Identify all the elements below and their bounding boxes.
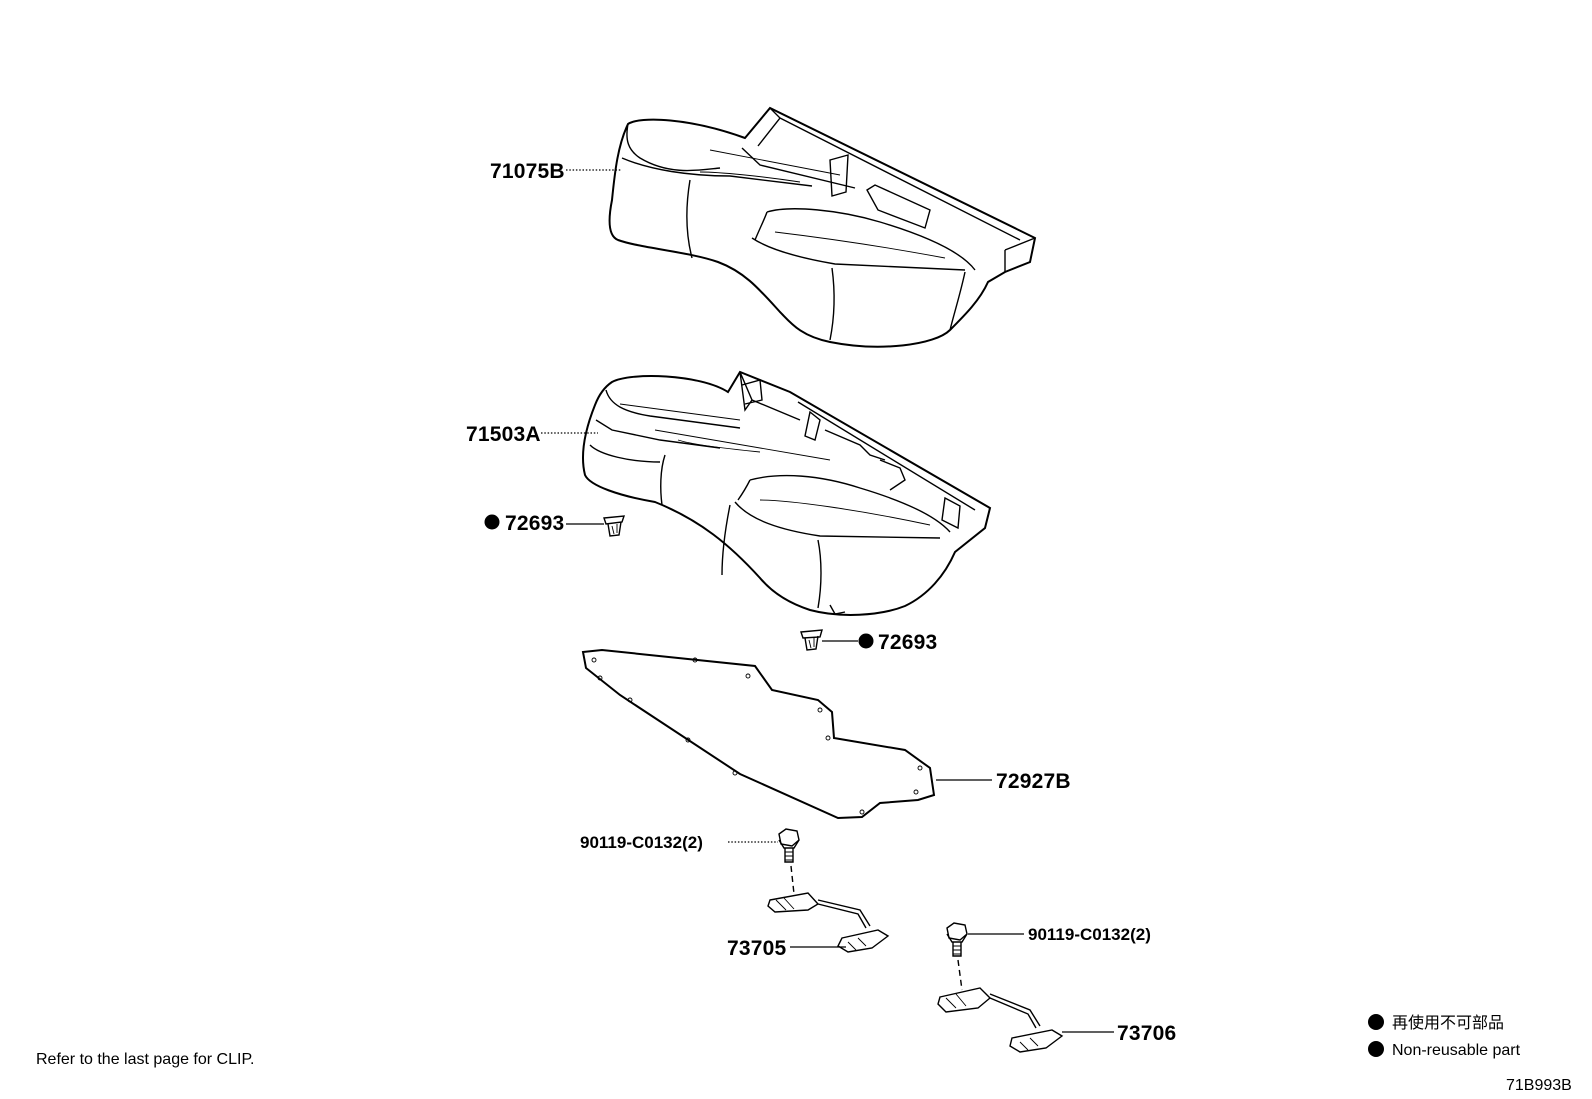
bottom-board-drawing [581, 648, 936, 820]
diagram-id: 71B993B [1506, 1077, 1572, 1094]
part-label-72693-upper: 72693 [505, 512, 564, 535]
part-label-72927B: 72927B [996, 770, 1071, 793]
bolt-drawing-upper [778, 828, 800, 863]
bolt-drawing-lower [946, 922, 968, 957]
clip-reference-note: Refer to the last page for CLIP. [36, 1051, 255, 1068]
part-label-71075B: 71075B [490, 160, 565, 183]
part-label-72693-lower: 72693 [878, 631, 937, 654]
part-label-73705: 73705 [727, 937, 787, 960]
seat-cushion-pad-drawing [582, 370, 992, 616]
legend: 再使用不可部品 Non-reusable part [1368, 1014, 1521, 1059]
non-reusable-bullet-icon [858, 633, 874, 649]
non-reusable-bullet-icon [1368, 1041, 1384, 1057]
legend-japanese: 再使用不可部品 [1392, 1014, 1504, 1032]
seat-cover-drawing [608, 106, 1037, 348]
non-reusable-bullet-icon [1368, 1014, 1384, 1030]
non-reusable-bullet-icon [484, 514, 500, 530]
clip-drawing-lower [800, 629, 823, 651]
clip-drawing-upper [603, 515, 626, 537]
part-label-bolt-lower: 90119-C0132(2) [1028, 925, 1151, 944]
legend-english: Non-reusable part [1392, 1042, 1521, 1059]
hook-73705-drawing [767, 892, 890, 953]
part-label-71503A: 71503A [466, 423, 541, 446]
hook-73706-drawing [937, 987, 1064, 1053]
part-label-73706: 73706 [1117, 1022, 1176, 1045]
part-label-bolt-upper: 90119-C0132(2) [580, 833, 703, 852]
